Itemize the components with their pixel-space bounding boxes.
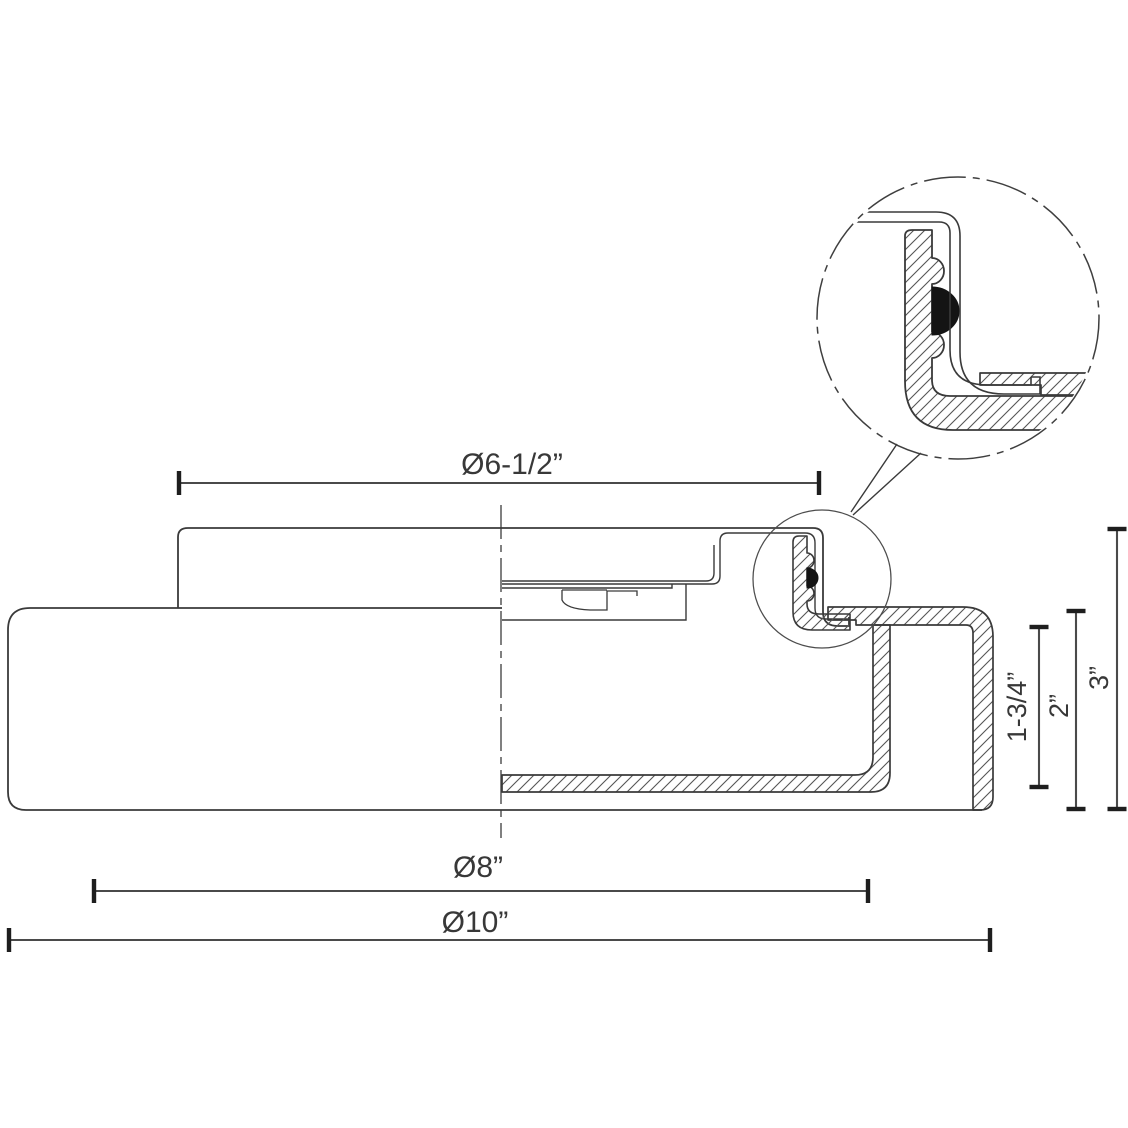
dim-tick <box>1066 608 1086 614</box>
glass-shade-outline <box>7 607 982 811</box>
dimension-body-height: 1-3/4” <box>1002 624 1049 790</box>
detail-source-circle <box>752 509 892 649</box>
dim-tick <box>865 879 871 903</box>
glass-rim-section <box>827 606 994 811</box>
dimension-canopy-diameter: Ø6-1/2” <box>176 448 822 495</box>
dim-label-canopy-diameter: Ø6-1/2” <box>461 448 563 481</box>
dimension-overall-height: 3” <box>1084 526 1127 812</box>
dim-label-body-diameter: Ø8” <box>453 851 503 884</box>
dim-tick <box>1029 784 1049 790</box>
dim-tick <box>176 471 182 495</box>
detail-callout-circle <box>816 176 1100 460</box>
dim-tick <box>816 471 822 495</box>
canopy-outline <box>177 527 850 627</box>
dimension-glass-height: 2” <box>1044 608 1086 812</box>
detail-gasket <box>931 286 960 336</box>
dim-label-overall-diameter: Ø10” <box>442 906 509 939</box>
dim-tick <box>6 928 12 952</box>
driver-housing <box>502 584 687 621</box>
dim-tick <box>1107 526 1127 532</box>
dimension-body-diameter: Ø8” <box>91 851 871 903</box>
detail-canopy-skin-outer <box>824 211 1041 395</box>
dim-tick <box>91 879 97 903</box>
dim-label-overall-height: 3” <box>1084 666 1114 690</box>
reflector-pan-section <box>501 624 891 793</box>
detail-canopy-skin-inner <box>824 221 1032 386</box>
mounting-ring-section <box>792 535 851 631</box>
callout-leader-lines <box>850 443 922 516</box>
dim-tick <box>987 928 993 952</box>
dimension-overall-diameter: Ø10” <box>6 906 993 952</box>
gasket <box>806 567 819 589</box>
dim-tick <box>1066 806 1086 812</box>
wire-connector <box>561 589 638 611</box>
detail-view <box>824 211 1097 431</box>
dim-tick <box>1029 624 1049 630</box>
dim-tick <box>1107 806 1127 812</box>
canopy-bottom-plate-line <box>502 545 715 582</box>
dim-label-body-height: 1-3/4” <box>1002 672 1032 743</box>
dim-label-glass-height: 2” <box>1044 694 1074 718</box>
